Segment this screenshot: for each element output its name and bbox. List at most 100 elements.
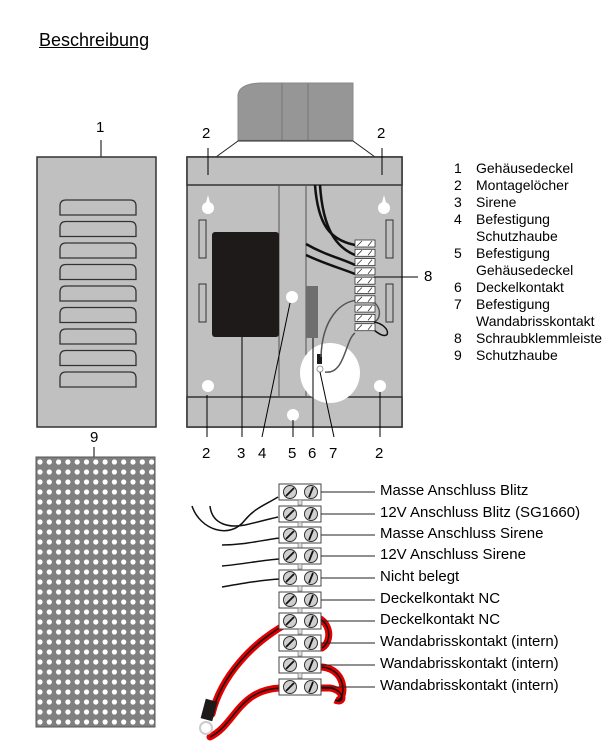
hood-hole xyxy=(83,469,90,475)
hood-hole xyxy=(46,509,52,515)
hood-hole xyxy=(149,579,155,585)
hood-hole xyxy=(37,459,43,465)
terminal xyxy=(278,612,375,635)
hood-hole xyxy=(102,649,108,655)
hood-hole xyxy=(74,549,80,555)
hood-hole xyxy=(37,649,43,655)
hood-hole xyxy=(93,599,99,605)
hood-hole xyxy=(139,469,145,475)
hood-hole xyxy=(74,699,80,705)
hood-hole xyxy=(102,609,108,615)
mini-terminal xyxy=(354,286,376,294)
hood-hole xyxy=(46,639,52,645)
hood-hole xyxy=(56,599,62,605)
terminal xyxy=(278,678,375,696)
hood-hole xyxy=(121,649,127,655)
vent-slot xyxy=(59,285,137,302)
hood-hole xyxy=(93,459,99,465)
vent-slot xyxy=(59,199,137,216)
mini-terminal xyxy=(354,313,376,322)
mini-terminal xyxy=(354,248,376,257)
hood-hole xyxy=(111,689,117,695)
hood-hole xyxy=(56,609,62,615)
hood-hole xyxy=(130,709,136,715)
hood-hole xyxy=(93,549,99,555)
callout-8: 8 xyxy=(424,268,433,285)
hood-hole xyxy=(149,479,155,485)
hood-hole xyxy=(121,719,127,725)
hood-hole xyxy=(130,619,136,625)
hood-hole xyxy=(102,599,108,605)
protective-hood xyxy=(35,447,156,728)
hood-hole xyxy=(130,529,136,535)
hood-hole xyxy=(83,559,90,565)
hood-hole xyxy=(130,649,136,655)
hood-hole xyxy=(121,469,127,475)
hood-hole xyxy=(130,689,136,695)
hood-hole xyxy=(65,559,71,565)
hood-hole xyxy=(46,579,52,585)
hood-hole xyxy=(37,709,43,715)
mini-terminal xyxy=(354,323,376,332)
hood-hole xyxy=(56,479,62,485)
hood-hole xyxy=(111,649,117,655)
mini-terminal-strip xyxy=(354,239,376,332)
hood-hole xyxy=(74,639,80,645)
hood-hole xyxy=(139,689,145,695)
hood-hole xyxy=(149,499,155,505)
hood-hole xyxy=(139,629,145,635)
hood-hole xyxy=(74,509,80,515)
hood-hole xyxy=(121,679,127,685)
hood-holes xyxy=(37,459,155,725)
hood-hole xyxy=(83,609,90,615)
hood-hole xyxy=(46,589,52,595)
hood-hole xyxy=(65,699,71,705)
hood-hole xyxy=(83,669,90,675)
mini-terminal xyxy=(354,304,376,313)
hood-hole xyxy=(93,669,99,675)
terminal xyxy=(278,569,375,592)
hood-hole xyxy=(139,679,145,685)
hood-hole xyxy=(111,659,117,665)
legend-item: Gehäusedeckel xyxy=(476,262,574,278)
hood-hole xyxy=(121,699,127,705)
hood-hole xyxy=(37,699,43,705)
hood-hole xyxy=(65,479,71,485)
hood-hole xyxy=(149,639,155,645)
terminal-label: Masse Anschluss Sirene xyxy=(380,525,544,542)
hood-hole xyxy=(102,629,108,635)
hood-hole xyxy=(121,529,127,535)
terminal-label: Deckelkontakt NC xyxy=(380,590,501,607)
hood-hole xyxy=(149,629,155,635)
hood-hole xyxy=(121,459,127,465)
vent-slot xyxy=(59,328,137,345)
callout-bottom: 2 xyxy=(202,445,211,462)
hood-hole xyxy=(111,709,117,715)
hood-hole xyxy=(37,639,43,645)
hood-hole xyxy=(102,669,108,675)
hood-hole xyxy=(130,459,136,465)
hood-hole xyxy=(56,659,62,665)
hood-hole xyxy=(56,549,62,555)
hood-hole xyxy=(121,509,127,515)
hood-hole xyxy=(139,589,145,595)
hood-hole xyxy=(130,479,136,485)
hood-hole xyxy=(149,699,155,705)
hood-hole xyxy=(130,539,136,545)
hood-hole xyxy=(111,699,117,705)
housing-cover xyxy=(36,140,157,428)
hood-hole xyxy=(121,539,127,545)
hood-hole xyxy=(46,479,52,485)
terminal-label: 12V Anschluss Sirene xyxy=(380,546,526,563)
hood-hole xyxy=(65,499,71,505)
hood-hole xyxy=(83,699,90,705)
hood-hole xyxy=(102,689,108,695)
hood-hole xyxy=(46,609,52,615)
hood-hole xyxy=(74,609,80,615)
hood-hole xyxy=(102,499,108,505)
hood-hole xyxy=(74,719,80,725)
hood-hole xyxy=(149,609,155,615)
hood-hole xyxy=(65,509,71,515)
